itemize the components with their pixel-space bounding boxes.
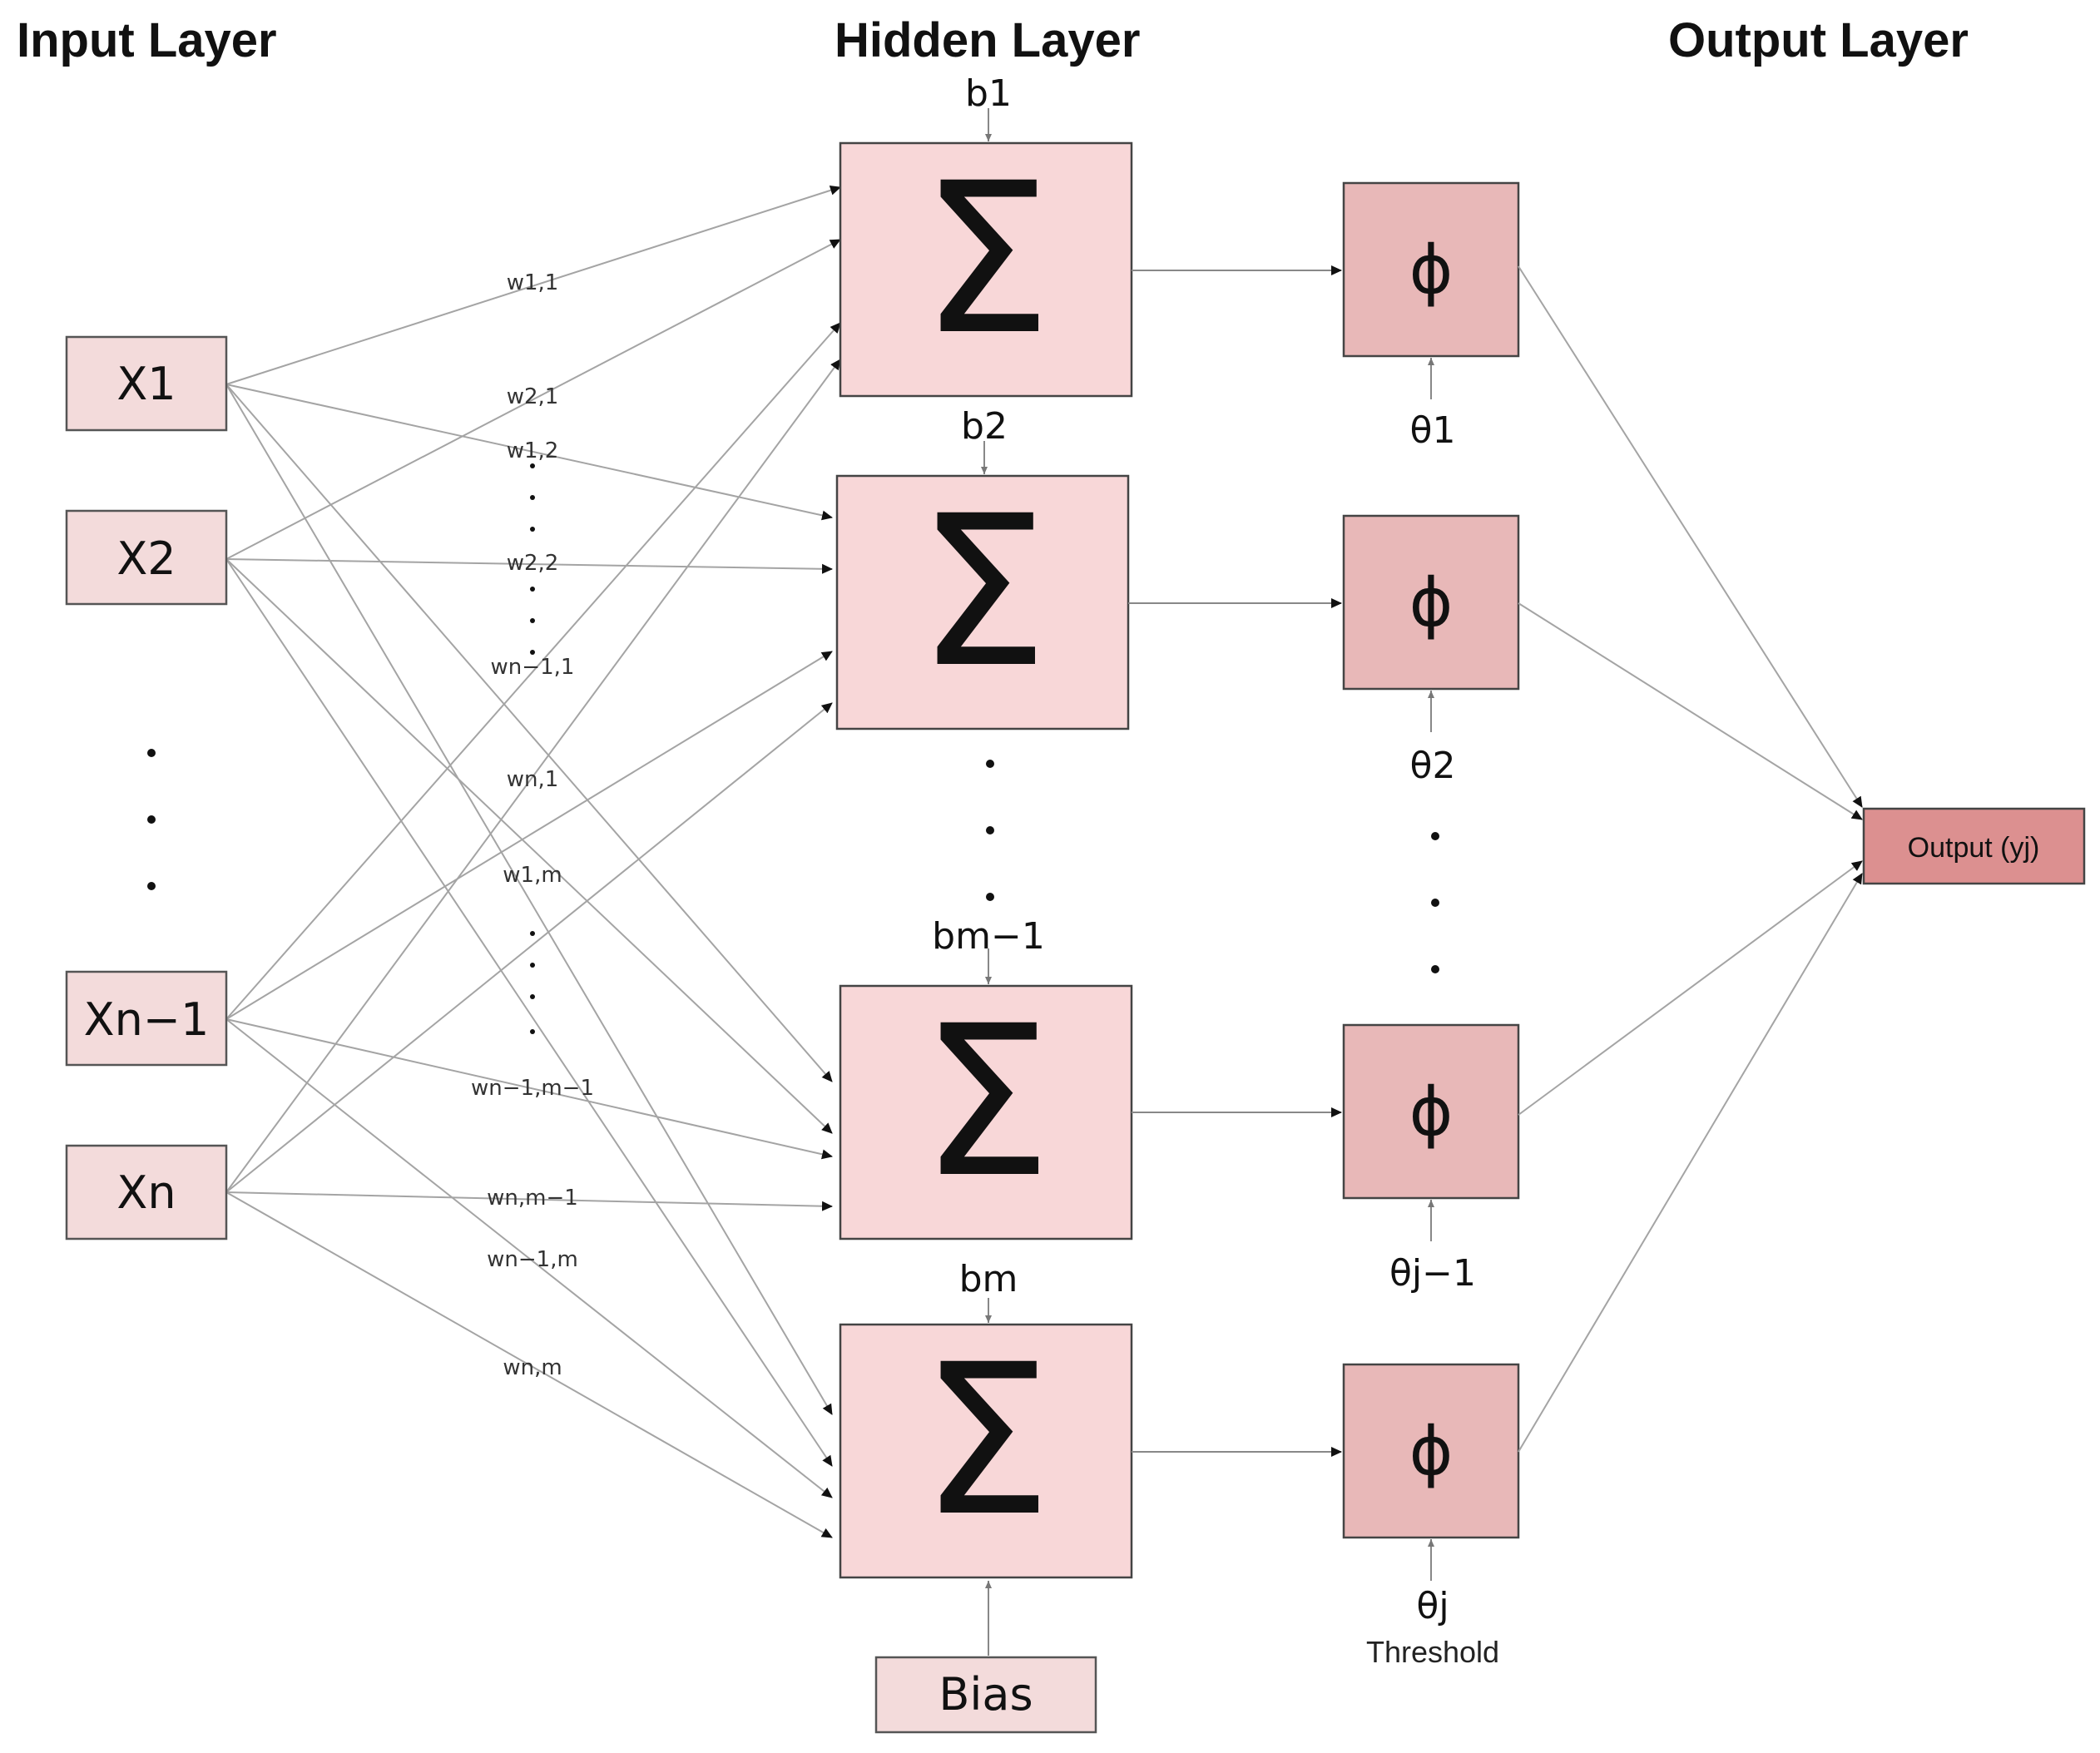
hidden-layer-title: Hidden Layer	[835, 13, 1140, 67]
phi-symbol: ϕ	[1409, 1073, 1454, 1151]
activation-ellipsis	[1431, 832, 1439, 973]
weight-label: wn,1	[507, 767, 559, 792]
hidden-node-m-1: Σ	[839, 981, 1133, 1240]
bias-label-b1: b1	[965, 72, 1012, 115]
weight-label: wn,m	[503, 1355, 562, 1380]
connection-x1-hm	[225, 384, 833, 1415]
weight-label: wn−1,m	[487, 1247, 578, 1272]
weight-label: wn−1,m−1	[471, 1076, 594, 1101]
connection-xn-h1	[225, 359, 841, 1193]
threshold-caption: Threshold	[1366, 1635, 1499, 1669]
bias-label-bm: bm	[959, 1258, 1018, 1300]
hidden-ellipsis	[986, 760, 994, 901]
input-ellipsis	[147, 749, 156, 890]
hidden-node-m: Σ	[839, 1320, 1133, 1579]
connection-x1-h1	[225, 185, 841, 385]
connection-x2-hm1	[225, 558, 833, 1134]
weight-label: w1,2	[507, 438, 559, 463]
hidden-activation-connections	[1128, 265, 1342, 1457]
activation-node-2: ϕ	[1342, 514, 1520, 691]
output-layer-title: Output Layer	[1668, 13, 1969, 67]
connection-xn-h2	[225, 702, 833, 1193]
bias-label-b2: b2	[961, 405, 1008, 448]
sigma-symbol: Σ	[920, 138, 1052, 380]
threshold-label-1: θ1	[1410, 409, 1456, 452]
connection-x2-h1	[225, 239, 841, 560]
weight-label: wn−1,1	[491, 655, 575, 680]
activation-output-connections	[1518, 265, 1863, 1453]
connection-xn-hm1	[225, 1191, 833, 1211]
input-label-xn: Xn	[116, 1166, 176, 1219]
threshold-label-j-1: θj−1	[1389, 1252, 1476, 1295]
connection-xn-hm	[225, 1191, 833, 1538]
activation-node-j-1: ϕ	[1342, 1023, 1520, 1200]
connection-x2-h2	[225, 558, 833, 574]
phi-symbol: ϕ	[1409, 564, 1454, 641]
input-node-xn: Xn	[65, 1144, 228, 1240]
activation-node-1: ϕ	[1342, 181, 1520, 358]
connection-x1-hm1	[225, 384, 833, 1082]
weight-label: wn,m−1	[487, 1186, 578, 1211]
output-label: Output (yj)	[1908, 832, 2040, 864]
connection-xn1-h2	[225, 651, 833, 1020]
weight-labels: w1,1 w2,1 w1,2 w2,2 wn−1,1 wn,1 w1,m wn−…	[471, 270, 594, 1380]
bias-label-bm-1: bm−1	[932, 915, 1045, 958]
hidden-node-2: Σ	[835, 471, 1130, 730]
input-label-xn-1: Xn−1	[84, 993, 210, 1046]
activation-node-j: ϕ	[1342, 1363, 1520, 1539]
threshold-label-j: θj	[1416, 1585, 1449, 1627]
output-node: Output (yj)	[1862, 807, 2086, 885]
bias-node: Bias	[874, 1656, 1097, 1734]
hidden-node-1: Σ	[839, 138, 1133, 398]
sigma-symbol: Σ	[920, 1320, 1052, 1562]
connection-xn1-hm1	[225, 1018, 833, 1160]
weight-label: w1,1	[507, 270, 559, 295]
bias-arrows	[981, 108, 992, 1656]
input-layer-title: Input Layer	[17, 13, 277, 67]
input-label-x1: X1	[116, 358, 176, 410]
connection-xn1-h1	[225, 322, 841, 1020]
phi-symbol: ϕ	[1409, 1413, 1454, 1490]
bias-node-label: Bias	[939, 1668, 1033, 1721]
input-label-x2: X2	[116, 532, 176, 585]
input-hidden-connections	[225, 185, 841, 1538]
input-node-x1: X1	[65, 335, 228, 432]
sigma-symbol: Σ	[920, 981, 1052, 1223]
weight-label: w2,1	[507, 384, 559, 409]
input-node-xn-1: Xn−1	[65, 970, 228, 1067]
input-node-x2: X2	[65, 509, 228, 606]
weight-label: w2,2	[507, 551, 559, 576]
threshold-label-2: θ2	[1410, 745, 1456, 787]
connection-xn1-hm	[225, 1018, 833, 1498]
weight-ellipsis	[530, 463, 535, 1034]
connection-x1-h2	[225, 384, 833, 521]
phi-symbol: ϕ	[1409, 231, 1454, 309]
connection-x2-hm	[225, 558, 833, 1467]
sigma-symbol: Σ	[917, 471, 1048, 713]
weight-label: w1,m	[503, 863, 562, 888]
